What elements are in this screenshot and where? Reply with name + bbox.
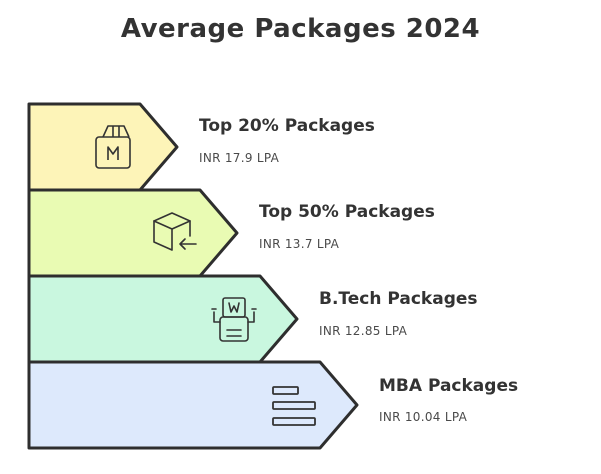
row-top-20 — [27, 102, 179, 192]
row-mba — [27, 360, 359, 450]
package-m-icon — [95, 125, 131, 169]
row-label-top-50: Top 50% Packages — [259, 202, 435, 222]
row-shape-top-50 — [27, 188, 239, 278]
package-arrow-icon — [153, 212, 197, 251]
row-shape-mba — [27, 360, 359, 450]
row-value-btech: INR 12.85 LPA — [319, 324, 408, 338]
row-value-mba: INR 10.04 LPA — [379, 410, 468, 424]
row-value-top-20: INR 17.9 LPA — [199, 151, 280, 165]
row-top-50 — [27, 188, 239, 278]
row-label-top-20: Top 20% Packages — [199, 116, 375, 136]
row-btech — [27, 274, 299, 364]
package-robot-icon — [211, 297, 257, 342]
diagram-title: Average Packages 2024 — [120, 14, 481, 44]
row-shape-btech — [27, 274, 299, 364]
row-shape-top-20 — [27, 102, 179, 192]
row-label-btech: B.Tech Packages — [319, 289, 478, 309]
row-label-mba: MBA Packages — [379, 376, 519, 396]
stacked-bars-icon — [272, 386, 316, 426]
row-value-top-50: INR 13.7 LPA — [259, 237, 340, 251]
